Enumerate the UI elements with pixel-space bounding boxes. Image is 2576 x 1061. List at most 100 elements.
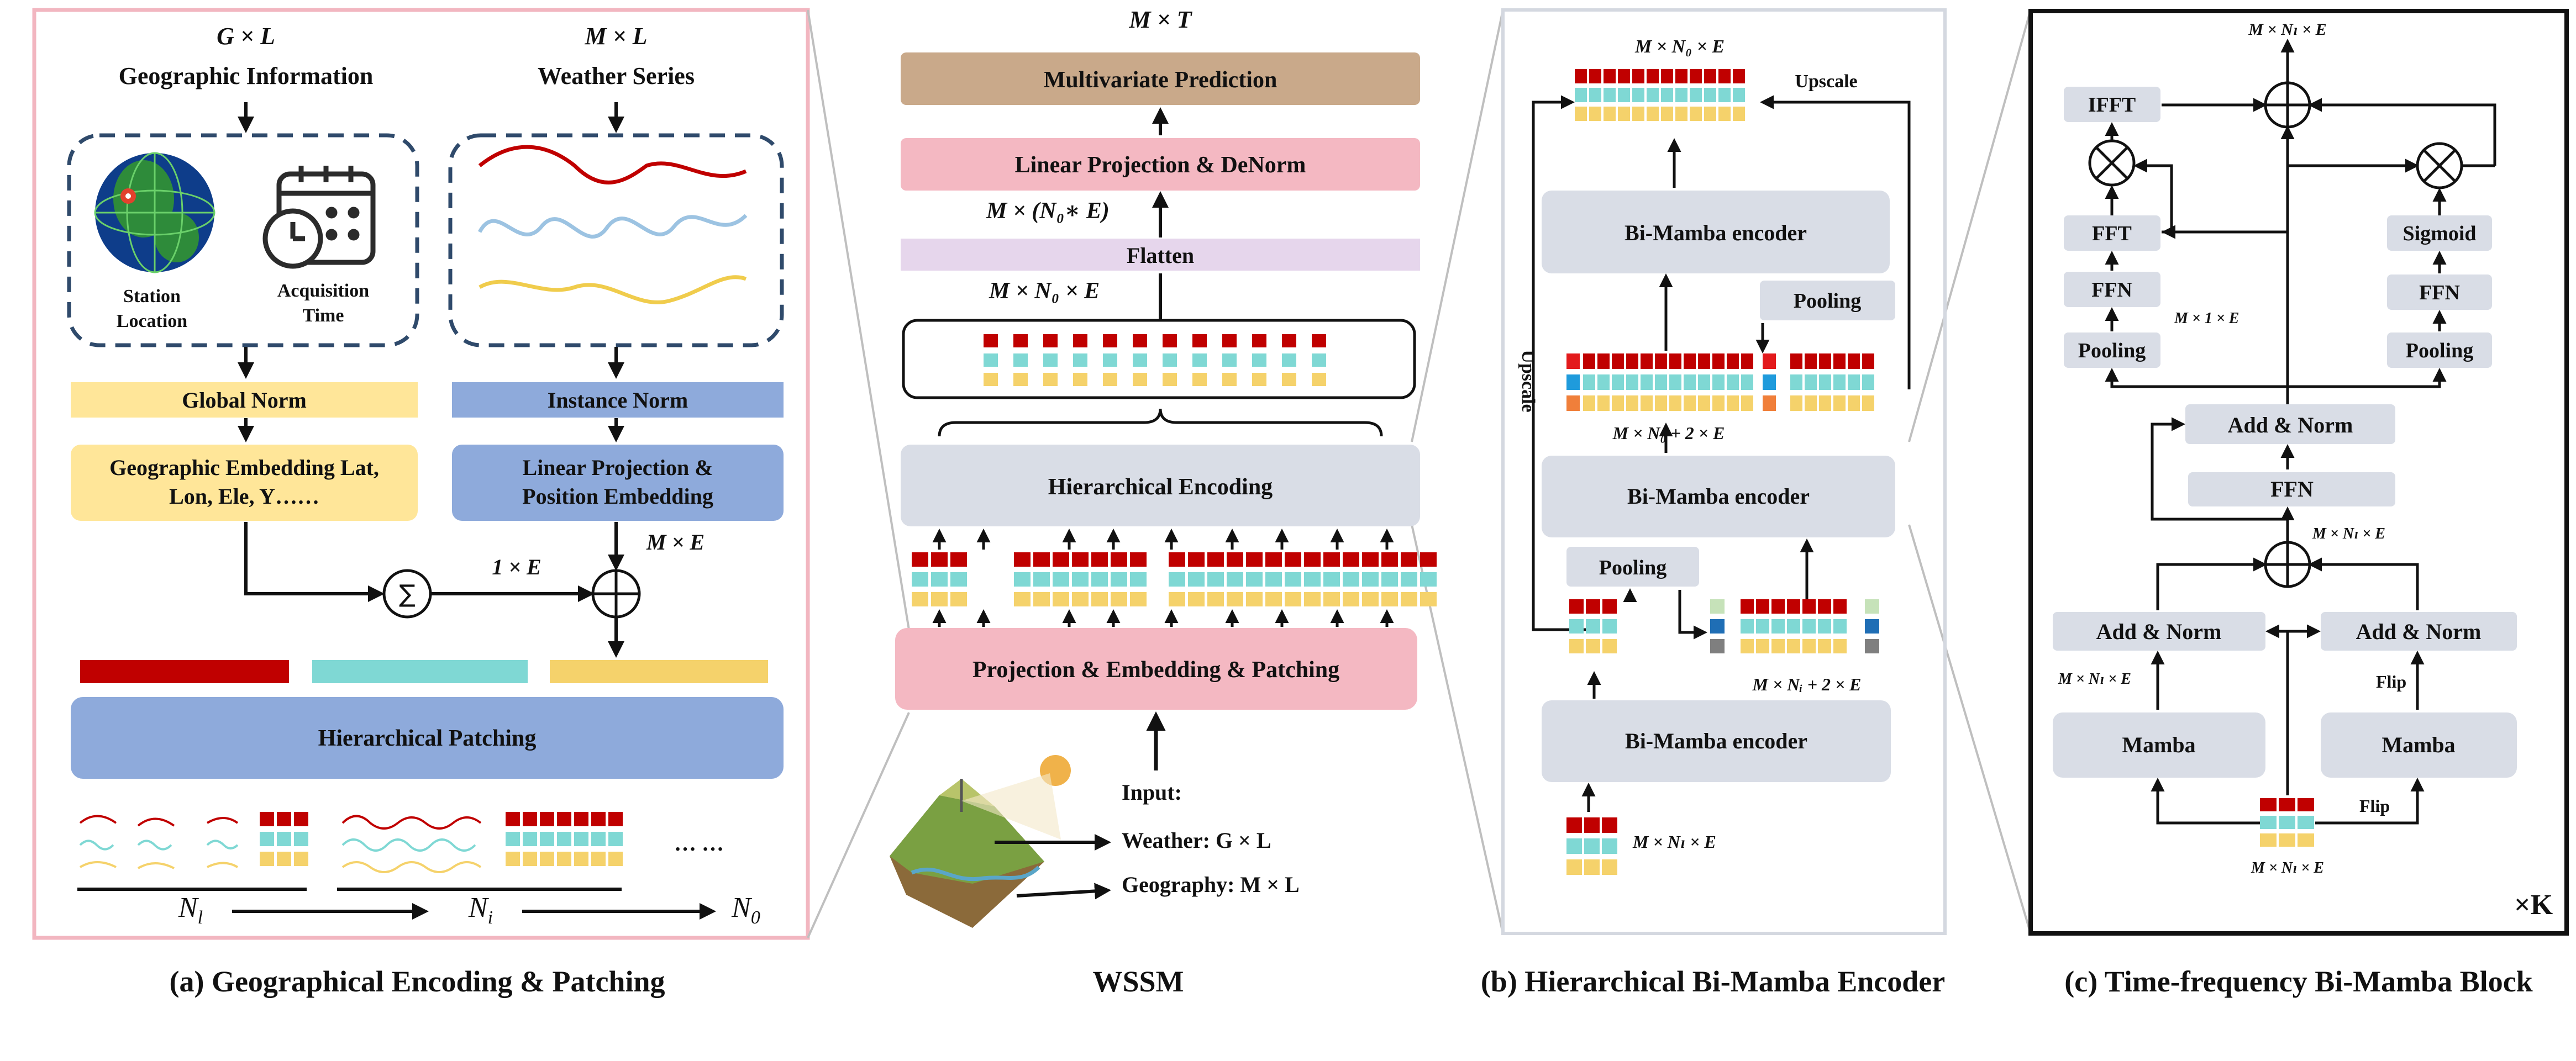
token-cell (1111, 572, 1127, 587)
pool-dim-label: M × 1 × E (2174, 310, 2239, 327)
zoom-line-b-top (1411, 9, 1504, 442)
token-cell (2279, 816, 2295, 829)
token-cell (1033, 572, 1050, 587)
token-cell (2279, 833, 2295, 847)
panel-b-border (1501, 8, 1947, 935)
token-cell (1222, 373, 1237, 386)
token-cell (1771, 639, 1785, 653)
instance-norm-box (452, 382, 784, 418)
token-cell (1053, 552, 1069, 567)
token-cell (1163, 373, 1177, 386)
arrow-upscale-side (1532, 95, 1589, 631)
c-mid-dim-label: M × Nₗ × E (2312, 525, 2385, 542)
sum-icon: ∑ (399, 580, 416, 608)
token-cell (1655, 374, 1667, 390)
token-cell (1285, 572, 1301, 587)
pooling-mid-label: Pooling (1599, 556, 1666, 579)
add-norm-right-label: Add & Norm (2356, 619, 2482, 644)
token-cell (1091, 592, 1108, 606)
station-label-line1: Station (123, 286, 181, 307)
token-cell (1756, 619, 1769, 634)
token-cell (1381, 592, 1398, 606)
token-cell (1865, 639, 1879, 653)
upscale-top-label: Upscale (1795, 71, 1857, 92)
token-cell (912, 592, 928, 606)
token-cell (260, 812, 274, 826)
token-cell (1133, 353, 1147, 367)
branch-line (2110, 371, 2441, 388)
token-cell (1589, 69, 1601, 83)
token-cell (1655, 395, 1667, 411)
token-cell (1710, 619, 1725, 634)
token-cell (1802, 599, 1816, 614)
center-caption: WSSM (1092, 965, 1184, 998)
add-norm-left-label: Add & Norm (2096, 619, 2222, 644)
token-cell (1690, 69, 1702, 83)
encoder-mid-box (1542, 456, 1895, 537)
token-cell (1741, 639, 1754, 653)
flip-lower-label: Flip (2359, 796, 2390, 816)
token-cell (1704, 88, 1716, 102)
token-cell (1111, 592, 1127, 606)
sigmoid-label: Sigmoid (2402, 222, 2476, 245)
token-cell (1712, 395, 1725, 411)
token-cell (1569, 639, 1584, 653)
encoder-low-label: Bi-Mamba encoder (1625, 729, 1807, 753)
patch-grid-b-mid (1566, 353, 1874, 411)
token-cell (1626, 395, 1638, 411)
token-cell (1833, 599, 1847, 614)
token-cell (1566, 374, 1580, 390)
token-cell (1188, 552, 1205, 567)
token-cell (1818, 599, 1831, 614)
token-cell (1227, 552, 1243, 567)
encoder-top-box (1542, 191, 1890, 273)
token-cell (1566, 838, 1582, 854)
token-cell (523, 832, 537, 846)
token-cell (1566, 353, 1580, 369)
add-norm-top-label: Add & Norm (2228, 413, 2353, 437)
token-cell (1612, 374, 1624, 390)
token-cell (1323, 552, 1340, 567)
token-cell (1285, 552, 1301, 567)
token-cell (1675, 88, 1687, 102)
zoom-line-c-bottom (1908, 524, 2032, 934)
hierarchical-patching-label: Hierarchical Patching (318, 726, 537, 751)
token-cell (1763, 374, 1776, 390)
token-cell (1618, 69, 1630, 83)
geo-embedding-box (71, 445, 418, 521)
token-cell (540, 852, 554, 866)
token-cell (931, 572, 948, 587)
token-cell (1282, 373, 1296, 386)
token-cell (1848, 353, 1860, 369)
token-cell (950, 572, 967, 587)
token-cell (1602, 619, 1617, 634)
token-cell (1712, 374, 1725, 390)
token-cell (1569, 619, 1584, 634)
mamba-right-label: Mamba (2382, 732, 2455, 757)
weather-curve-blue (477, 214, 748, 239)
bar-red (80, 660, 289, 683)
arrow-upscale-top (1760, 95, 1911, 389)
ffn-mid-label: FFN (2270, 477, 2314, 502)
token-cell (1323, 572, 1340, 587)
ellipsis-label: … … (674, 831, 724, 856)
patch-grid-b-top (1575, 69, 1745, 121)
token-cell (1013, 334, 1028, 347)
token-cell (1805, 353, 1817, 369)
ifft-box (2064, 87, 2160, 122)
fft-label: FFT (2092, 222, 2132, 245)
token-cell (1805, 374, 1817, 390)
token-cell (1710, 599, 1725, 614)
token-cell (1602, 838, 1617, 854)
token-cell (1641, 395, 1653, 411)
token-cell (1741, 353, 1753, 369)
token-cell (1103, 373, 1117, 386)
sum-dim-label: 1 × E (492, 555, 541, 579)
zoom-line-c-top (1908, 9, 2032, 442)
token-cell (1584, 859, 1600, 875)
ifft-label: IFFT (2088, 93, 2136, 117)
encoder-top-label: Bi-Mamba encoder (1625, 220, 1807, 245)
token-cell (1133, 373, 1147, 386)
arrow-right-to-add (2308, 98, 2496, 166)
token-cell (1626, 353, 1638, 369)
